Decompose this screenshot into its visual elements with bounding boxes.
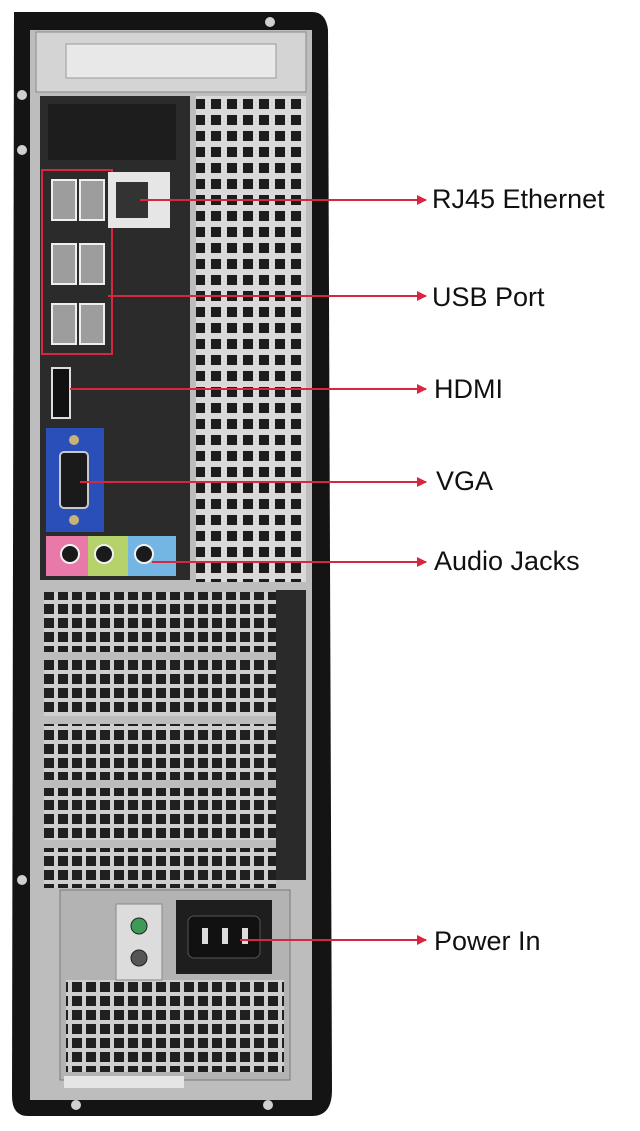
audio-jack xyxy=(60,544,80,564)
slot-divider xyxy=(276,590,306,880)
serial-sticker xyxy=(64,1076,184,1088)
ethernet-port xyxy=(108,172,170,228)
usb-port xyxy=(79,243,105,285)
audio-jack xyxy=(134,544,154,564)
case-screw xyxy=(71,1100,81,1110)
expansion-slot xyxy=(44,788,276,840)
expansion-slot xyxy=(44,660,276,716)
vga-socket xyxy=(59,451,89,509)
label-vga: VGA xyxy=(436,466,494,496)
usb-port xyxy=(51,243,77,285)
case-screw xyxy=(265,17,275,27)
label-power: Power In xyxy=(434,926,541,956)
label-usb: USB Port xyxy=(432,282,545,312)
audio-jack xyxy=(94,544,114,564)
io-panel-top-block xyxy=(48,104,176,160)
top-handle-slot xyxy=(65,43,277,79)
usb-port xyxy=(79,179,105,221)
audio-jacks xyxy=(46,536,176,576)
case-screw xyxy=(17,145,27,155)
expansion-slot xyxy=(44,724,276,780)
power-pin xyxy=(242,928,248,944)
usb-port xyxy=(79,303,105,345)
pc-case xyxy=(12,12,332,1116)
callout-lines xyxy=(70,195,427,945)
psu-led-green xyxy=(130,917,148,935)
hdmi-port xyxy=(51,367,71,419)
case-screw xyxy=(17,90,27,100)
usb-ports xyxy=(41,169,113,355)
case-screw xyxy=(17,875,27,885)
psu-vent xyxy=(44,848,276,888)
usb-port xyxy=(51,303,77,345)
case-screw xyxy=(263,1100,273,1110)
vent-grille-upper xyxy=(196,96,306,582)
psu-vent-lower xyxy=(66,980,284,1072)
label-hdmi: HDMI xyxy=(434,374,503,404)
expansion-slot xyxy=(44,592,276,652)
vga-port xyxy=(46,428,104,532)
label-ethernet: RJ45 Ethernet xyxy=(432,184,605,214)
power-supply xyxy=(59,889,291,1081)
power-pin xyxy=(202,928,208,944)
expansion-slots xyxy=(44,590,306,880)
power-pin xyxy=(222,928,228,944)
label-audio: Audio Jacks xyxy=(434,546,580,576)
usb-highlight-box xyxy=(41,169,113,355)
psu-test-button xyxy=(130,949,148,967)
vga-screw xyxy=(69,515,79,525)
psu-switch-panel xyxy=(115,903,163,981)
vga-screw xyxy=(69,435,79,445)
usb-port xyxy=(51,179,77,221)
